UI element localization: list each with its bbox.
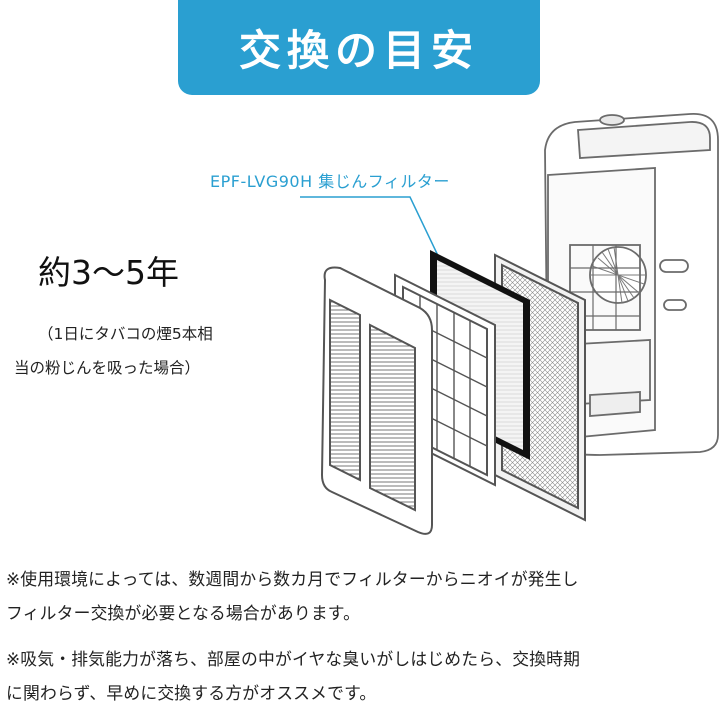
title-banner: 交換の目安	[178, 0, 540, 95]
lifespan-text: 約3～5年	[38, 253, 179, 292]
note-1-line-1: ※使用環境によっては、数週間から数カ月でフィルターからニオイが発生し	[6, 569, 579, 589]
lifespan-note-line-1: （1日にタバコの煙5本相	[38, 325, 213, 343]
air-purifier-exploded-illustration	[300, 113, 719, 535]
note-2-line-2: に関わらず、早めに交換する方がオススメです。	[6, 683, 377, 703]
lifespan-note-line-2: 当の粉じんを吸った場合）	[14, 359, 201, 377]
page-title: 交換の目安	[238, 26, 479, 75]
leader-line	[300, 196, 453, 286]
note-1-line-2: フィルター交換が必要となる場合があります。	[6, 603, 361, 623]
note-2-line-1: ※吸気・排気能力が落ち、部屋の中がイヤな臭いがしはじめたら、交換時期	[6, 649, 581, 669]
filter-label: EPF-LVG90H 集じんフィルター	[210, 172, 450, 191]
front-panel	[320, 266, 433, 535]
